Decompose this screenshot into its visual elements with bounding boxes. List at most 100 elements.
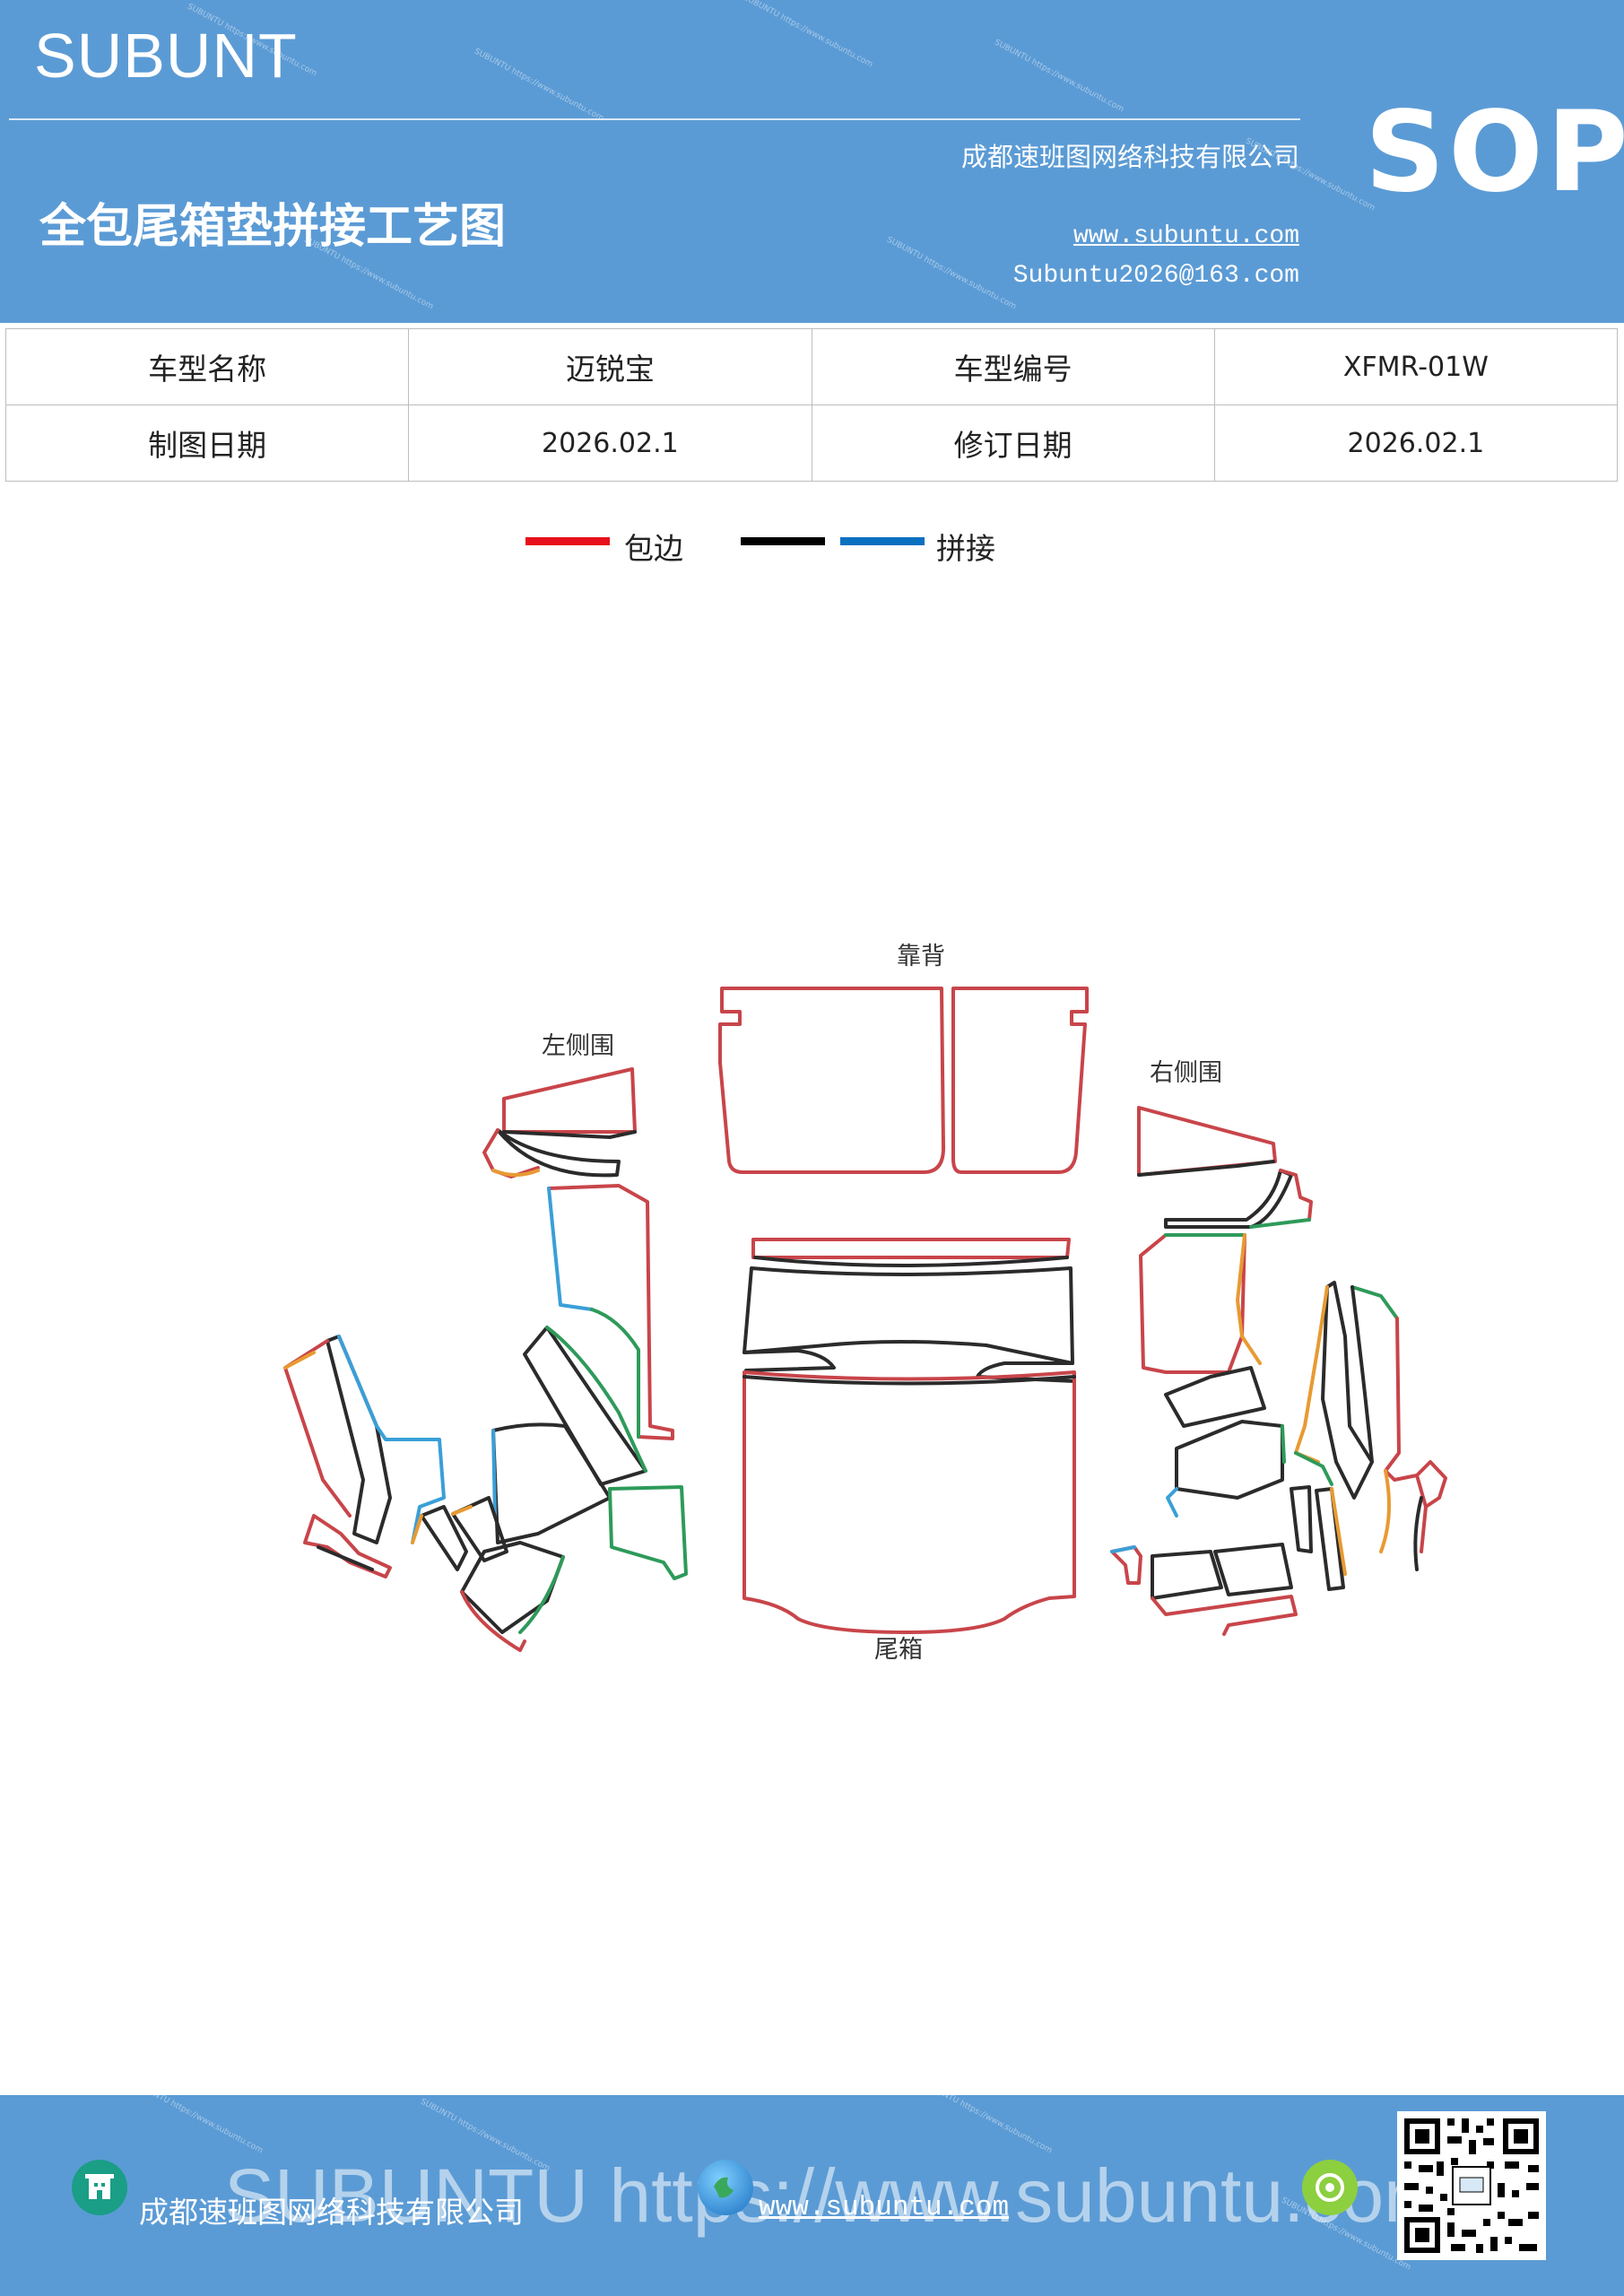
vehicle-info-table: 车型名称 迈锐宝 车型编号 XFMR-01W 制图日期 2026.02.1 修订… [4, 328, 1619, 482]
sop-badge: SOP [1365, 88, 1624, 217]
table-cell-value: 2026.02.1 [408, 404, 812, 482]
legend-swatch-red [525, 537, 610, 545]
left-side-hook [303, 1514, 392, 1578]
footer-banner: SUBUNTU https://www.subuntu.com SUBUNTU … [0, 2095, 1624, 2296]
company-name: 成都速班图网络科技有限公司 [960, 142, 1299, 172]
label-right-side: 右侧围 [1150, 1059, 1222, 1087]
left-side-wedge [496, 1128, 621, 1178]
left-side-top-strip [502, 1067, 637, 1134]
legend-label: 拼接 [936, 531, 995, 566]
email-icon [1302, 2160, 1358, 2215]
left-side-wedge-orange [491, 1169, 540, 1177]
table-cell-value: XFMR-01W [1213, 328, 1619, 405]
left-side-tall-strip [420, 1505, 468, 1571]
trunk-floor-top-seam [743, 1375, 1076, 1386]
left-side-hook-seam [317, 1545, 374, 1571]
left-side-small-block-orange [451, 1505, 473, 1516]
right-side-outer-panel-edge [1384, 1317, 1428, 1553]
label-left-side: 左侧围 [542, 1032, 614, 1060]
page-title: 全包尾箱垫拼接工艺图 [39, 199, 507, 254]
right-side-vertical-strip-2 [1315, 1487, 1345, 1591]
left-side-right-block [608, 1485, 688, 1580]
trunk-middle-panel [743, 1266, 1074, 1365]
right-side-main-orange [1236, 1233, 1246, 1338]
right-side-wedge [1164, 1169, 1293, 1229]
label-backrest: 靠背 [897, 943, 945, 970]
right-side-main-panel [1139, 1233, 1246, 1374]
right-side-tall-piece-green [1294, 1451, 1333, 1486]
footer-watermark: SUBUNTU https://www.subuntu.com [224, 2153, 1447, 2238]
left-side-long-piece [326, 1335, 392, 1544]
header-divider [9, 118, 1300, 120]
table-cell-label: 修订日期 [811, 404, 1215, 482]
legend-swatch-black [741, 537, 825, 545]
table-cell-value: 迈锐宝 [408, 328, 812, 405]
watermark: SUBUNTU https://www.subuntu.com [473, 47, 605, 124]
right-side-outer-panel [1350, 1285, 1399, 1320]
header-banner: SUBUNTU https://www.subuntu.com SUBUNTU … [0, 0, 1624, 323]
trunk-floor-panel [743, 1370, 1076, 1634]
right-side-vertical-strip [1290, 1485, 1313, 1553]
backrest-left-panel [718, 987, 945, 1174]
table-cell-label: 车型编号 [811, 328, 1215, 405]
right-side-mid-piece-blue [1166, 1487, 1178, 1518]
watermark: SUBUNTU https://www.subuntu.com [132, 2095, 265, 2156]
backrest-right-panel [951, 987, 1089, 1174]
right-side-mid-piece-green [1281, 1424, 1286, 1464]
footer-website-link[interactable]: www.subuntu.com [759, 2192, 1010, 2223]
left-side-main-green [590, 1308, 640, 1439]
table-cell-label: 车型名称 [4, 328, 410, 405]
watermark: SUBUNTU https://www.subuntu.com [993, 38, 1125, 115]
left-side-block [491, 1422, 612, 1544]
trunk-middle-notch-left [743, 1349, 836, 1372]
cut-pattern-diagram: 靠背 尾箱 左侧围 [283, 943, 1447, 1664]
trunk-top-seam [753, 1256, 1069, 1267]
legend-swatch-blue [840, 537, 925, 545]
right-side-wedge-green [1249, 1218, 1311, 1229]
right-side-bottom-block-2 [1213, 1543, 1293, 1596]
right-side-bottom-edge [1151, 1595, 1298, 1636]
footer-company-name: 成都速班图网络科技有限公司 [139, 2195, 524, 2230]
email-address[interactable]: Subuntu2026@163.com [1012, 262, 1299, 290]
right-side-mid-block-orange [1240, 1335, 1262, 1365]
left-side-block-blue [491, 1429, 497, 1518]
watermark: SUBUNTU https://www.subuntu.com [742, 0, 874, 70]
left-side-lower-wedge-green [545, 1326, 647, 1473]
left-side-main-blue [547, 1187, 594, 1311]
globe-icon [698, 2160, 753, 2215]
right-side-wedge-edge [1279, 1169, 1313, 1222]
legend-label: 包边 [624, 531, 683, 566]
right-side-tail-hook-orange [1379, 1469, 1391, 1553]
left-side-lower-block-green [518, 1555, 565, 1634]
website-link[interactable]: www.subuntu.com [1073, 222, 1299, 250]
right-side-mid-block [1164, 1366, 1266, 1428]
table-cell-value: 2026.02.1 [1213, 404, 1619, 482]
table-row: 制图日期 2026.02.1 修订日期 2026.02.1 [4, 404, 1619, 482]
left-side-tall-strip-orange [411, 1514, 423, 1544]
watermark: SUBUNTU https://www.subuntu.com [885, 235, 1018, 312]
building-icon [72, 2160, 127, 2215]
left-side-top-seam [502, 1130, 637, 1139]
right-side-left-tab-blue [1110, 1545, 1136, 1553]
left-side-long-blue [337, 1335, 446, 1544]
brand-name: SUBUNT [34, 21, 298, 91]
right-side-bottom-block [1151, 1550, 1223, 1600]
right-side-vertical-strip-edge [1330, 1487, 1347, 1576]
qr-code [1397, 2111, 1546, 2260]
right-side-tail-hook [1415, 1460, 1447, 1509]
trunk-top-strip [751, 1238, 1071, 1259]
left-side-lower-block [460, 1541, 565, 1634]
left-side-long-orange [283, 1351, 316, 1370]
left-side-long-outer-edge [283, 1339, 352, 1518]
left-side-small-block [451, 1496, 508, 1562]
right-side-top-seam [1137, 1160, 1275, 1177]
label-trunk: 尾箱 [874, 1636, 923, 1664]
table-row: 车型名称 迈锐宝 车型编号 XFMR-01W [4, 328, 1619, 405]
table-cell-label: 制图日期 [4, 404, 410, 482]
right-side-mid-piece [1175, 1420, 1284, 1500]
right-side-tail-hook-seam [1413, 1496, 1423, 1571]
left-side-main-panel [547, 1184, 674, 1440]
right-side-outer-panel-seam [1350, 1285, 1374, 1464]
left-side-tail-edge [460, 1590, 526, 1652]
watermark: SUBUNTU https://www.subuntu.com [921, 2095, 1054, 2156]
